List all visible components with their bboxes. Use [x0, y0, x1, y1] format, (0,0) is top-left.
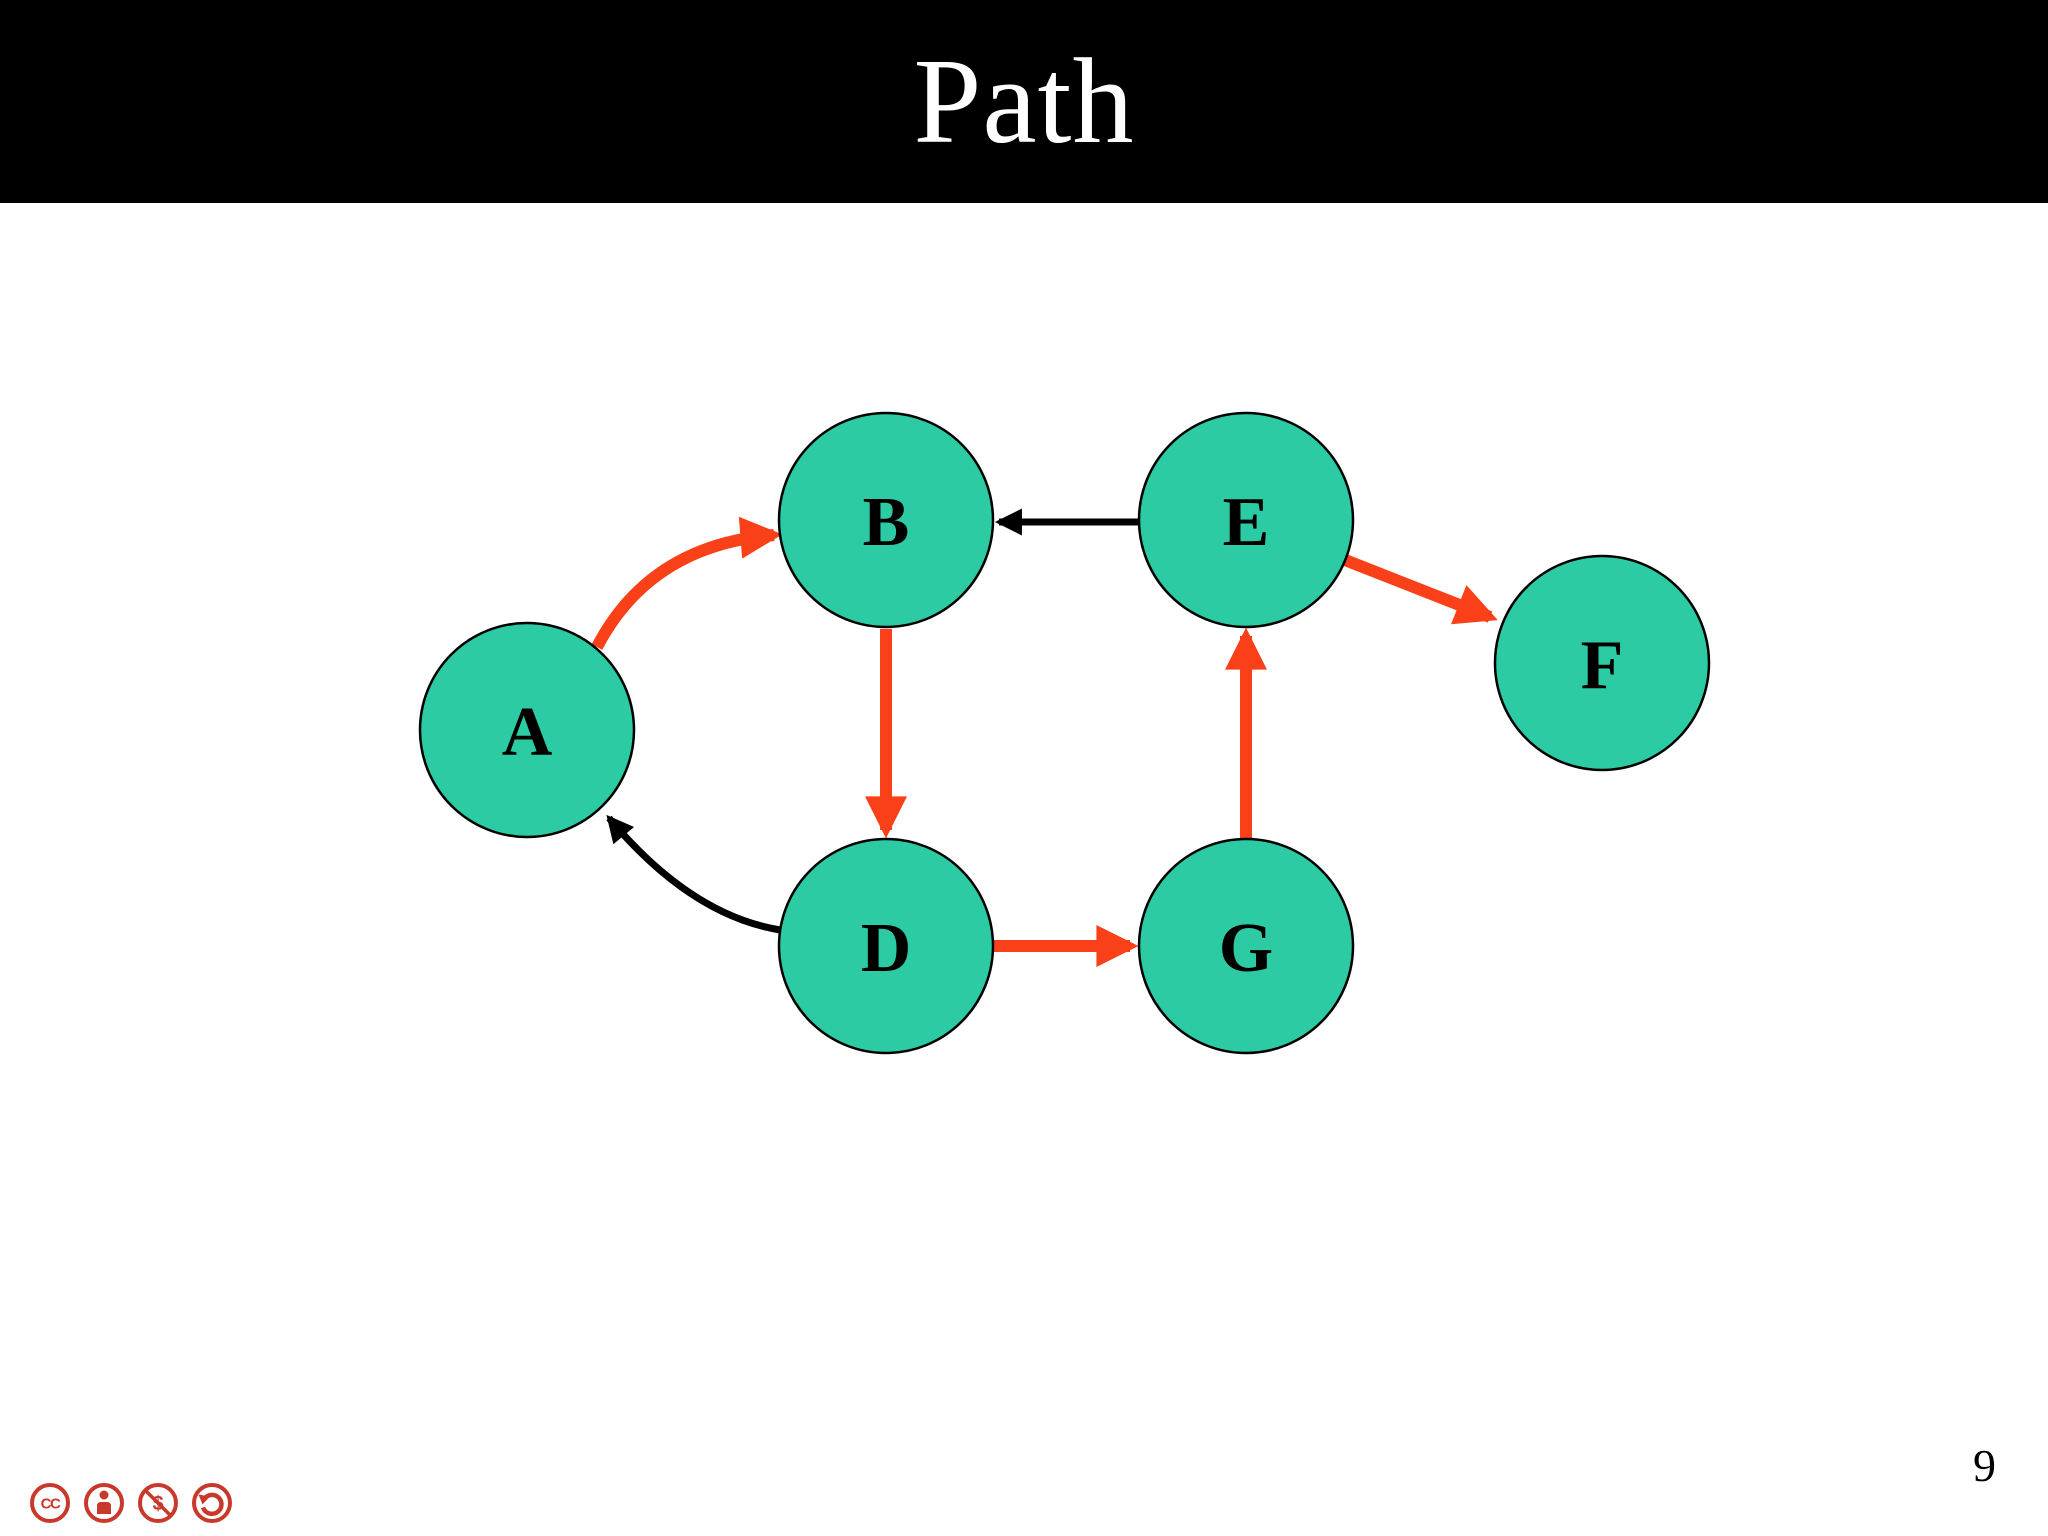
- svg-text:CC: CC: [41, 1496, 61, 1513]
- page-number: 9: [1973, 1440, 1996, 1491]
- nodes-layer: A B D E F G: [418, 411, 1711, 1055]
- node-G: G: [1137, 837, 1355, 1055]
- cc-sa-icon: [192, 1483, 232, 1523]
- cc-icon: CC: [30, 1483, 70, 1523]
- edge-A-B: [591, 516, 783, 650]
- node-D-circle: [777, 837, 995, 1055]
- node-E: E: [1137, 411, 1355, 629]
- node-D-label: D: [861, 910, 912, 987]
- edge-E-F: [1342, 554, 1498, 625]
- node-D: D: [777, 837, 995, 1055]
- node-A: A: [418, 621, 636, 839]
- node-F-label: F: [1581, 627, 1624, 704]
- node-G-label: G: [1219, 910, 1273, 987]
- node-B-label: B: [863, 484, 910, 561]
- edges-layer: [591, 508, 1498, 967]
- edge-D-A: [606, 814, 781, 934]
- slide-title: Path: [913, 33, 1135, 169]
- license-bar: CC $: [28, 1481, 234, 1525]
- title-bar: Path: [0, 0, 2048, 203]
- node-G-circle: [1137, 837, 1355, 1055]
- node-E-circle: [1137, 411, 1355, 629]
- node-E-label: E: [1223, 484, 1270, 561]
- node-F: F: [1493, 554, 1711, 772]
- node-B: B: [777, 411, 995, 629]
- node-B-circle: [777, 411, 995, 629]
- node-A-label: A: [502, 694, 553, 771]
- cc-nc-icon: $: [138, 1483, 178, 1523]
- node-F-circle: [1493, 554, 1711, 772]
- node-A-circle: [418, 621, 636, 839]
- cc-by-icon: [84, 1483, 124, 1523]
